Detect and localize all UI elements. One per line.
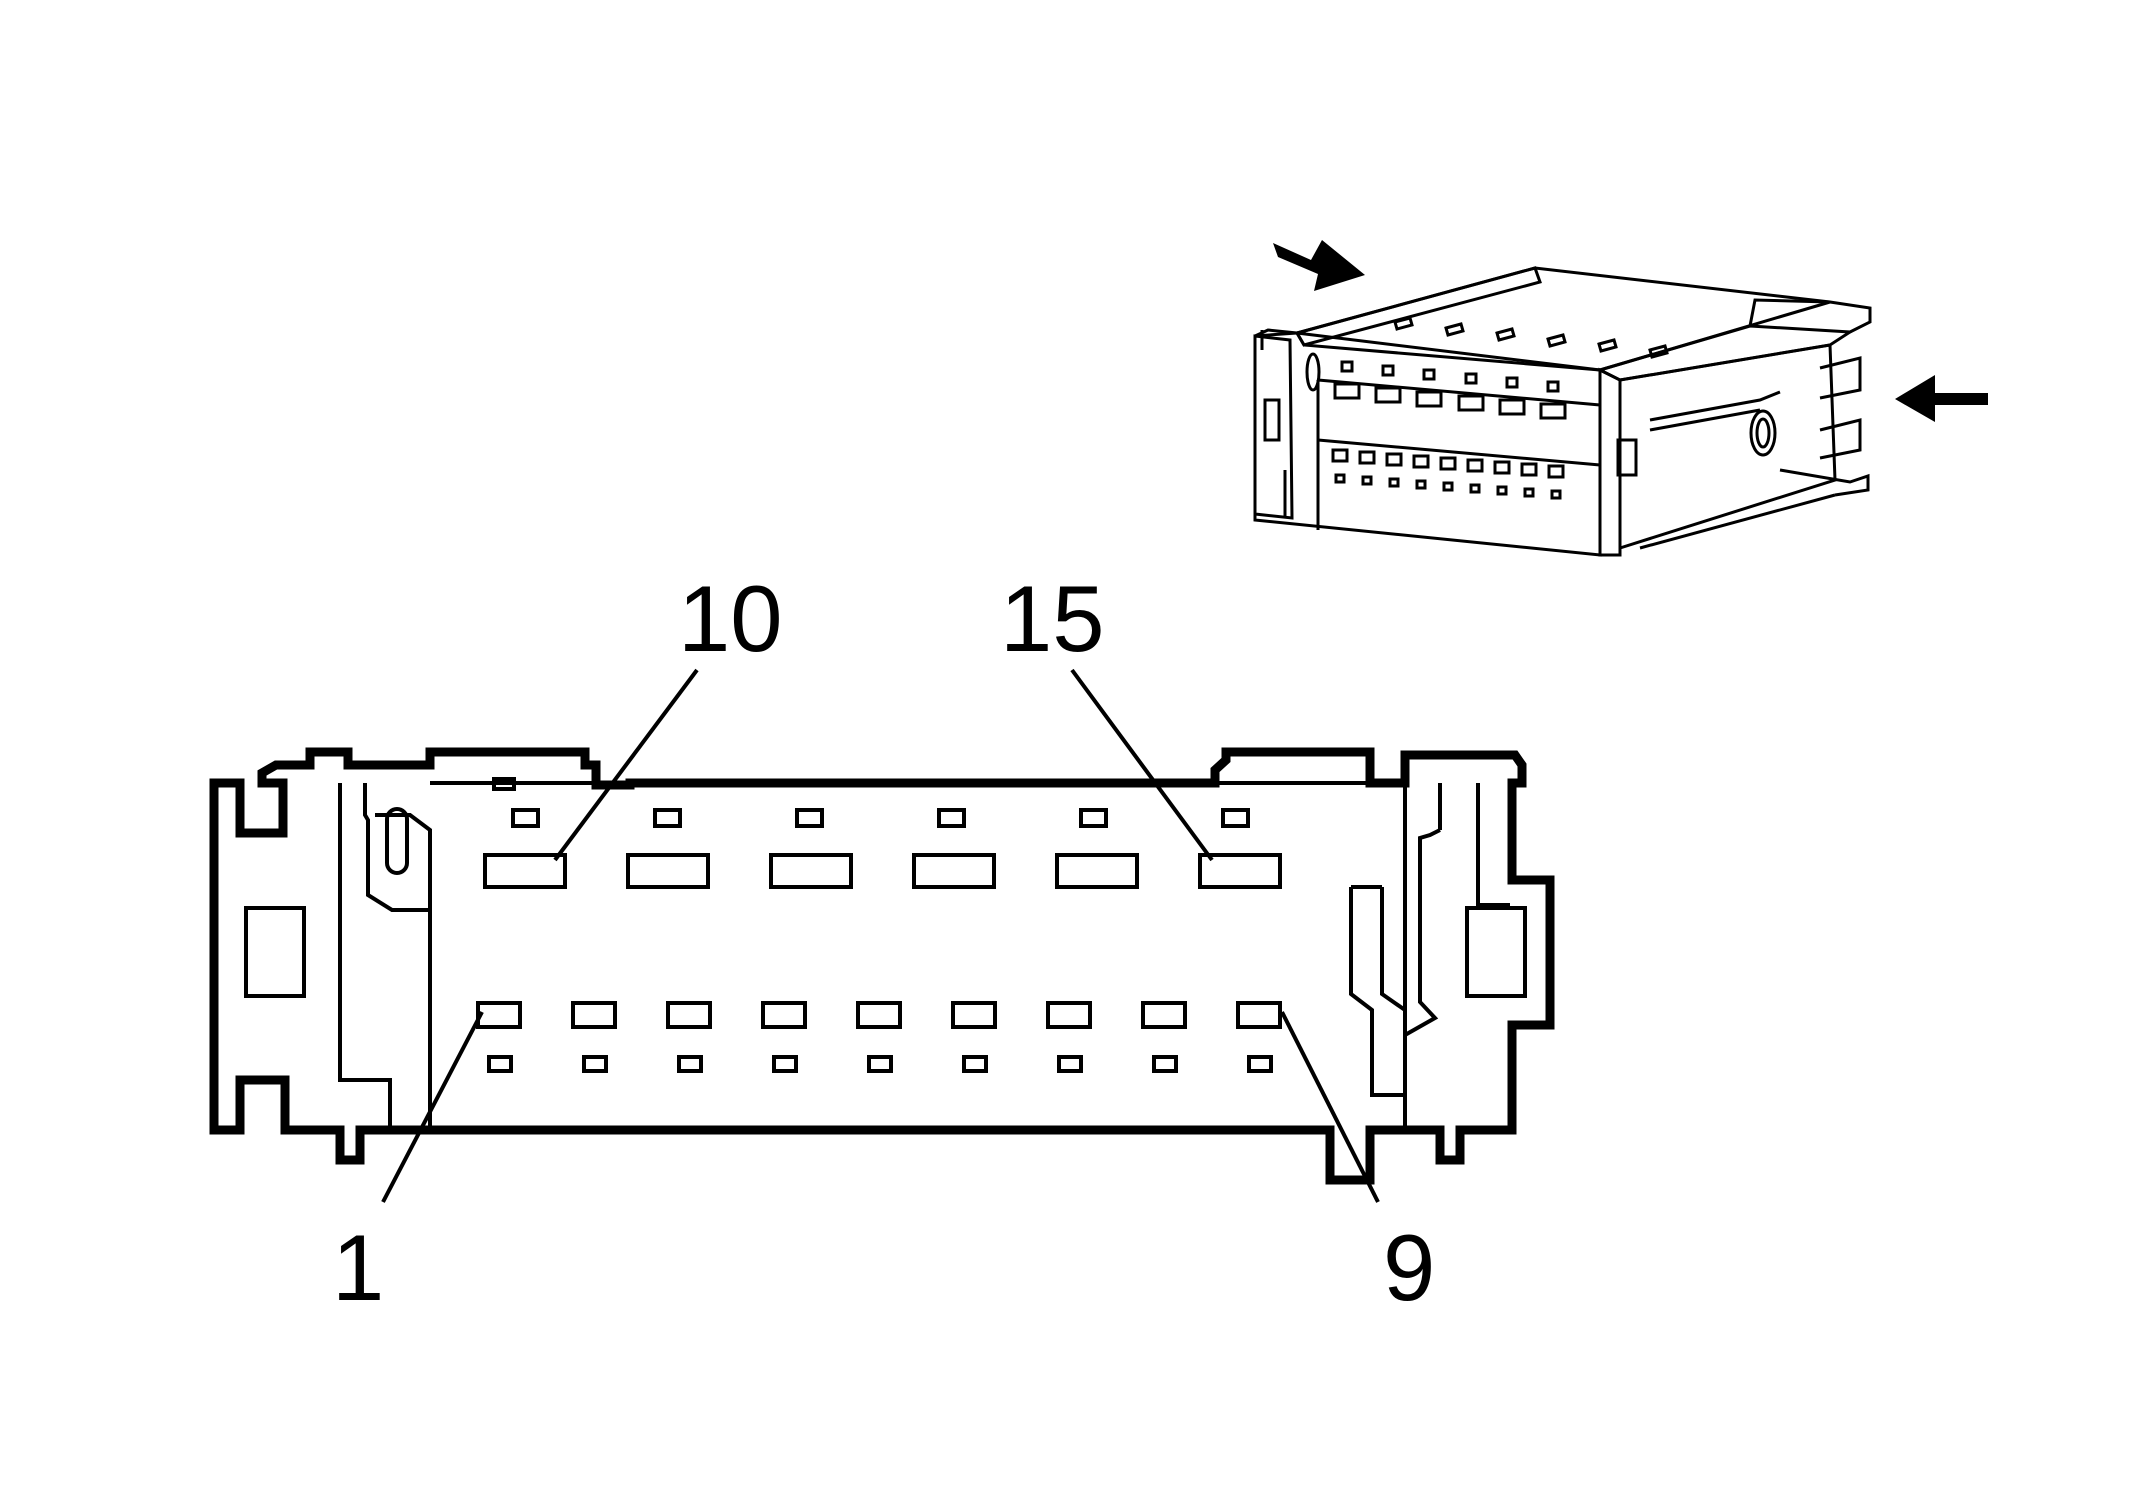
connector-front-view: 10 15 1 9 (209, 566, 1555, 1320)
leader-line-pin-9 (1280, 1011, 1380, 1203)
arrow-icon (1273, 240, 1365, 291)
top-face-slots (1393, 316, 1669, 359)
lower-pins (476, 1001, 1282, 1029)
upper-small-pins (511, 808, 1250, 828)
leader-line-pin-10 (553, 668, 699, 862)
upper-large-pins (483, 853, 1282, 889)
pin-label-9: 9 (1383, 1215, 1435, 1320)
leader-line-pin-15 (1070, 668, 1214, 862)
pin-label-15: 15 (1000, 566, 1105, 671)
connector-3d-view (1253, 266, 1872, 557)
front-face-pins-upper (1333, 360, 1567, 420)
leader-line-pin-1 (381, 1011, 484, 1203)
pin-label-10: 10 (678, 566, 783, 671)
lower-small-pins (487, 1055, 1273, 1073)
arrow-icon (1895, 375, 1988, 422)
front-face-pins-lower (1331, 448, 1565, 500)
pin-label-1: 1 (332, 1215, 384, 1320)
